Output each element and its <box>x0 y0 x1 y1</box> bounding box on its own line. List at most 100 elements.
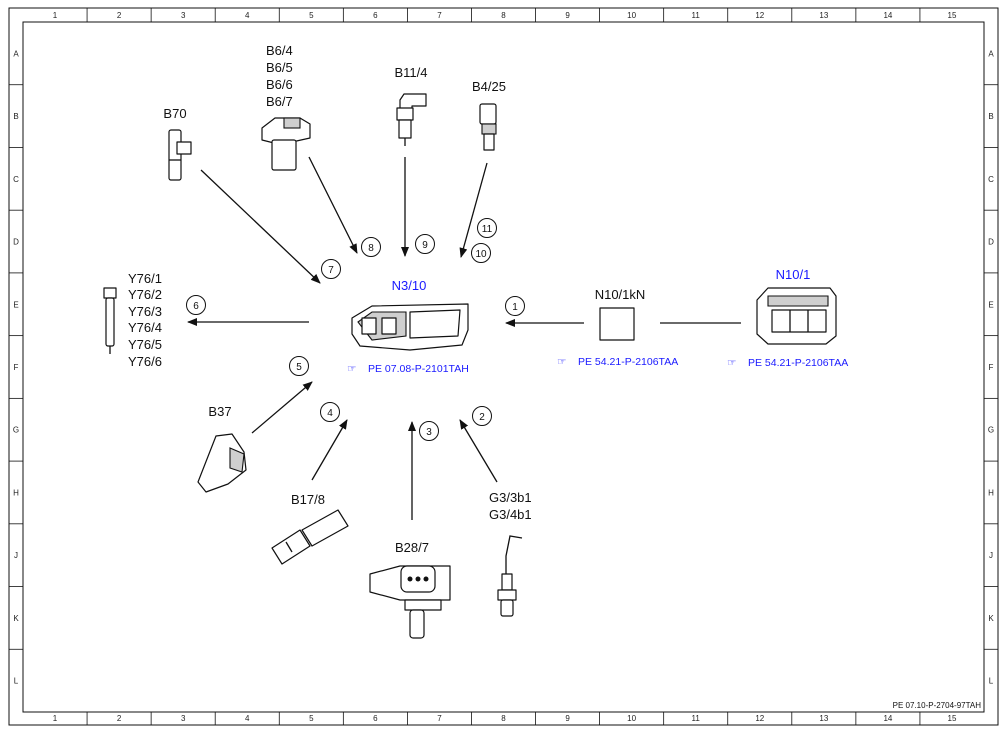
grid-column-label: 4 <box>245 714 250 723</box>
svg-text:5: 5 <box>296 362 302 373</box>
control-unit-n3-10: N3/10 ☞ PE 07.08-P-2101TAH <box>347 278 469 375</box>
b70-label: B70 <box>163 106 186 121</box>
grid-row-label: F <box>989 363 994 372</box>
callout-3: 3 <box>419 421 439 441</box>
grid-row-label: D <box>13 238 19 247</box>
callout-11: 11 <box>477 218 497 238</box>
callout-7: 7 <box>321 259 341 279</box>
n10-1kn-ref-link[interactable]: ☞ PE 54.21-P-2106TAA <box>557 356 678 368</box>
pedal-sensor-housing <box>197 433 247 493</box>
b28-7-port <box>409 609 425 639</box>
callout-9: 9 <box>415 234 435 254</box>
grid-column-label: 12 <box>755 714 764 723</box>
component-y76: Y76/1 Y76/2 Y76/3 Y76/4 Y76/5 Y76/6 <box>103 271 162 369</box>
grid-column-label: 7 <box>437 11 442 20</box>
fuse-box-front <box>771 309 827 333</box>
ecu-plug-b <box>381 317 397 335</box>
grid-column-label: 13 <box>819 714 828 723</box>
pointer-hand-icon: ☞ <box>557 356 566 368</box>
svg-text:3: 3 <box>426 427 432 438</box>
grid-column-label: 1 <box>53 11 58 20</box>
svg-text:6: 6 <box>193 301 199 312</box>
grid-column-label: 14 <box>883 11 892 20</box>
control-unit-ref-link[interactable]: ☞ PE 07.08-P-2101TAH <box>347 363 469 375</box>
grid-column-label: 8 <box>501 714 506 723</box>
b6-connector <box>283 117 301 129</box>
y76-1-label: Y76/1 <box>128 271 162 286</box>
grid-row-label: F <box>14 363 19 372</box>
grid-column-label: 6 <box>373 714 378 723</box>
arrow-b17-8 <box>311 419 348 481</box>
callout-6: 6 <box>186 295 206 315</box>
svg-text:PE 54.21-P-2106TAA: PE 54.21-P-2106TAA <box>748 357 848 369</box>
component-b11-4: B11/4 <box>394 65 428 146</box>
o2-sensor-hex <box>497 589 517 601</box>
g3-3b1-label: G3/3b1 <box>489 490 532 505</box>
b4-25-tip <box>483 133 495 151</box>
ecu-cover <box>409 309 461 339</box>
b17-8-body <box>301 509 349 547</box>
arrow-b37 <box>251 381 313 434</box>
b6-6-label: B6/6 <box>266 77 293 92</box>
b6-sensor-body <box>271 139 297 171</box>
b28-7-flange <box>404 599 442 611</box>
y76-6-label: Y76/6 <box>128 354 162 369</box>
pointer-hand-icon: ☞ <box>347 363 356 375</box>
n10-1-ref-link[interactable]: ☞ PE 54.21-P-2106TAA <box>727 357 848 369</box>
grid-column-label: 11 <box>692 714 701 723</box>
grid-row-label: G <box>988 426 994 435</box>
svg-text:1: 1 <box>512 302 518 313</box>
callout-1: 1 <box>505 296 525 316</box>
b4-25-label: B4/25 <box>472 79 506 94</box>
b17-8-label: B17/8 <box>291 492 325 507</box>
grid-column-label: 5 <box>309 714 314 723</box>
component-b4-25: B4/25 <box>472 79 506 151</box>
svg-text:8: 8 <box>368 243 374 254</box>
g3-4b1-label: G3/4b1 <box>489 507 532 522</box>
b70-sensor-head <box>176 141 192 155</box>
b4-25-hex <box>481 123 497 135</box>
grid-column-label: 6 <box>373 11 378 20</box>
callout-4: 4 <box>320 402 340 422</box>
grid-column-label: 4 <box>245 11 250 20</box>
grid-row-label: G <box>13 426 19 435</box>
grid-row-label: B <box>13 112 18 121</box>
grid-row-label: K <box>13 614 19 623</box>
grid-column-label: 8 <box>501 11 506 20</box>
grid-row-label: K <box>988 614 994 623</box>
grid-row-label: H <box>13 488 19 497</box>
o2-sensor-grommet <box>501 573 513 591</box>
arrow-b4-25 <box>459 162 488 258</box>
grid-row-label: C <box>988 175 994 184</box>
sheet-frame <box>8 7 999 726</box>
b4-25-connector <box>479 103 497 125</box>
grid-row-label: J <box>989 551 993 560</box>
grid-column-label: 2 <box>117 714 122 723</box>
b11-4-label: B11/4 <box>394 65 427 80</box>
signal-arrows <box>187 156 741 520</box>
b6-5-label: B6/5 <box>266 60 293 75</box>
grid-row-label: E <box>988 300 993 309</box>
grid-row-label: B <box>988 112 993 121</box>
grid-column-label: 7 <box>437 714 442 723</box>
document-code: PE 07.10-P-2704-97TAH <box>893 701 982 710</box>
component-b28-7: B28/7 <box>369 540 451 639</box>
component-b17-8: B17/8 <box>271 492 349 565</box>
grid-row-label: A <box>988 49 994 58</box>
component-n10-1: N10/1 ☞ PE 54.21-P-2106TAA <box>727 267 848 369</box>
y76-3-label: Y76/3 <box>128 304 162 319</box>
grid-column-label: 15 <box>948 714 957 723</box>
pointer-hand-icon: ☞ <box>727 357 736 369</box>
grid-row-label: L <box>14 677 19 686</box>
grid-row-label: H <box>988 488 994 497</box>
grid-column-label: 3 <box>181 714 186 723</box>
pedal-sensor-connector <box>229 447 245 473</box>
grid-column-label: 1 <box>53 714 58 723</box>
svg-text:7: 7 <box>328 265 334 276</box>
svg-text:PE 07.08-P-2101TAH: PE 07.08-P-2101TAH <box>368 363 469 375</box>
svg-text:11: 11 <box>482 224 493 235</box>
grid-column-label: 15 <box>948 11 957 20</box>
